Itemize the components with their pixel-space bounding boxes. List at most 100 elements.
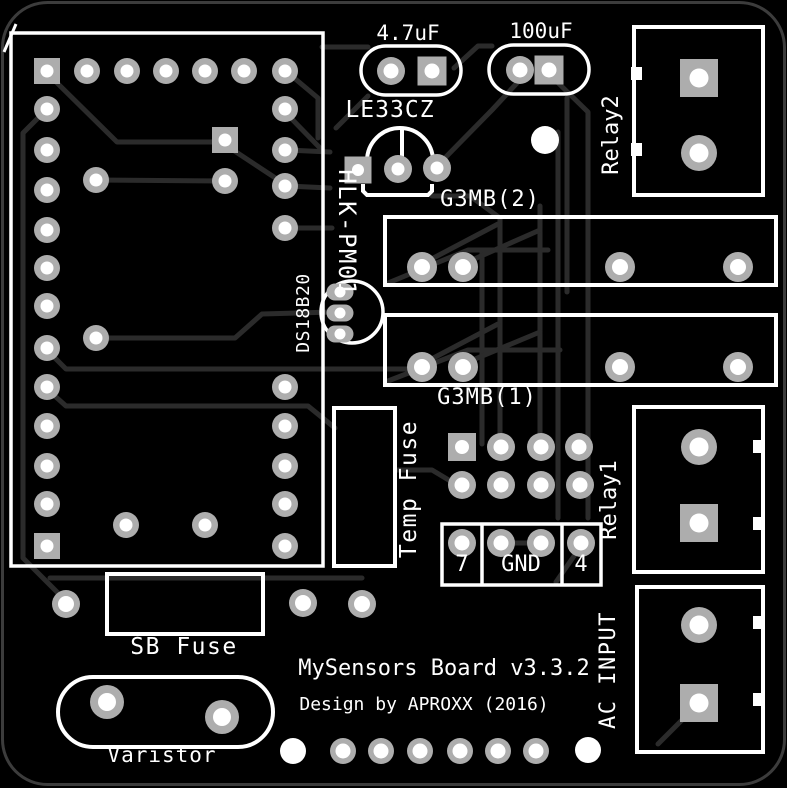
pad-hole bbox=[689, 693, 709, 713]
pad-hole bbox=[237, 64, 251, 78]
pad-hole bbox=[430, 161, 444, 175]
pad-hole bbox=[40, 183, 54, 197]
pad-hole bbox=[452, 743, 468, 759]
trace bbox=[434, 80, 520, 169]
trace bbox=[93, 177, 225, 184]
pad-hole bbox=[278, 459, 292, 473]
pad-hole bbox=[89, 331, 103, 345]
relay1-notch bbox=[753, 517, 764, 530]
pad-hole bbox=[40, 261, 54, 275]
pad-hole bbox=[352, 164, 364, 176]
pad-hole bbox=[455, 259, 471, 275]
temp-fuse-outline bbox=[332, 406, 397, 568]
pad-hole bbox=[689, 68, 709, 88]
trace bbox=[44, 347, 421, 372]
pad-hole bbox=[533, 439, 549, 455]
pad-hole bbox=[455, 440, 469, 454]
pad-hole bbox=[354, 596, 370, 612]
ac-input-notch bbox=[753, 616, 764, 629]
cap-4u7-label: 4.7uF bbox=[376, 21, 440, 45]
header-gnd-label: GND bbox=[501, 552, 541, 577]
g3mb2-outline bbox=[383, 215, 778, 287]
pad-hole bbox=[40, 64, 54, 78]
temp-sensor-label: DS18B20 bbox=[293, 273, 314, 353]
pad-hole bbox=[80, 64, 94, 78]
pad-hole bbox=[58, 596, 74, 612]
relay1-connector-outline bbox=[632, 405, 765, 574]
relay-module-2-label: G3MB(2) bbox=[440, 187, 540, 212]
pad-hole bbox=[295, 595, 311, 611]
trace bbox=[546, 71, 591, 521]
pad-hole bbox=[730, 359, 746, 375]
cap-100u-outline bbox=[487, 43, 591, 96]
pad-hole bbox=[278, 380, 292, 394]
pad-hole bbox=[198, 64, 212, 78]
pad-hole bbox=[689, 615, 709, 635]
cap-4u7-outline bbox=[359, 44, 463, 97]
trace bbox=[429, 193, 503, 221]
mount-hole bbox=[531, 126, 559, 154]
pad-hole bbox=[689, 513, 709, 533]
pad-hole bbox=[120, 64, 134, 78]
pad-hole bbox=[373, 743, 389, 759]
pad-hole bbox=[414, 259, 430, 275]
header-pin7-label: 7 bbox=[455, 552, 469, 577]
pad-hole bbox=[278, 497, 292, 511]
pad-hole bbox=[533, 535, 549, 551]
cap-100u-label: 100uF bbox=[509, 19, 573, 43]
pad-hole bbox=[278, 143, 292, 157]
sb-fuse-outline bbox=[105, 572, 265, 636]
pad-hole bbox=[218, 174, 232, 188]
trace bbox=[451, 43, 495, 71]
relay2-notch bbox=[631, 67, 642, 80]
pad-hole bbox=[278, 539, 292, 553]
pad-hole bbox=[213, 708, 231, 726]
pad-hole bbox=[572, 477, 588, 493]
pad-hole bbox=[98, 693, 116, 711]
sb-fuse-label: SB Fuse bbox=[130, 634, 238, 660]
pad-hole bbox=[40, 143, 54, 157]
pad-hole bbox=[40, 341, 54, 355]
mount-hole bbox=[575, 737, 601, 763]
pad-hole bbox=[612, 259, 628, 275]
pad-hole bbox=[40, 497, 54, 511]
mount-hole bbox=[280, 738, 306, 764]
mount-holes-layer bbox=[280, 126, 601, 764]
ac-input-notch bbox=[753, 693, 764, 706]
header-pin4-label: 4 bbox=[574, 552, 588, 577]
pad-hole bbox=[612, 359, 628, 375]
relay-module-1-label: G3MB(1) bbox=[437, 385, 537, 410]
varistor-outline bbox=[56, 675, 275, 749]
pad-hole bbox=[334, 286, 346, 298]
pad-hole bbox=[119, 518, 133, 532]
pad-hole bbox=[218, 133, 232, 147]
pad-hole bbox=[40, 539, 54, 553]
pad-hole bbox=[493, 439, 509, 455]
pad-hole bbox=[334, 328, 346, 340]
power-module-label: HLK-PM01 bbox=[333, 169, 361, 297]
silkscreen-outlines bbox=[2, 23, 778, 754]
varistor-label: Varistor bbox=[107, 743, 217, 767]
pad-hole bbox=[391, 162, 405, 176]
relay1-label: Relay1 bbox=[597, 460, 622, 540]
relay2-notch bbox=[631, 143, 642, 156]
pad-hole bbox=[455, 359, 471, 375]
pad-hole bbox=[541, 62, 557, 78]
trace bbox=[20, 106, 69, 604]
ac-input-connector-outline bbox=[635, 585, 765, 754]
pad-hole bbox=[335, 743, 351, 759]
pad-hole bbox=[383, 63, 399, 79]
pad-hole bbox=[40, 459, 54, 473]
pad-hole bbox=[424, 63, 440, 79]
pad-hole bbox=[40, 419, 54, 433]
pad-hole bbox=[278, 221, 292, 235]
temp-fuse-label: Temp Fuse bbox=[396, 419, 422, 559]
pad-hole bbox=[533, 477, 549, 493]
pad-hole bbox=[412, 743, 428, 759]
trace bbox=[93, 309, 336, 341]
pad-hole bbox=[278, 64, 292, 78]
trace bbox=[284, 69, 321, 141]
pad-hole bbox=[278, 419, 292, 433]
